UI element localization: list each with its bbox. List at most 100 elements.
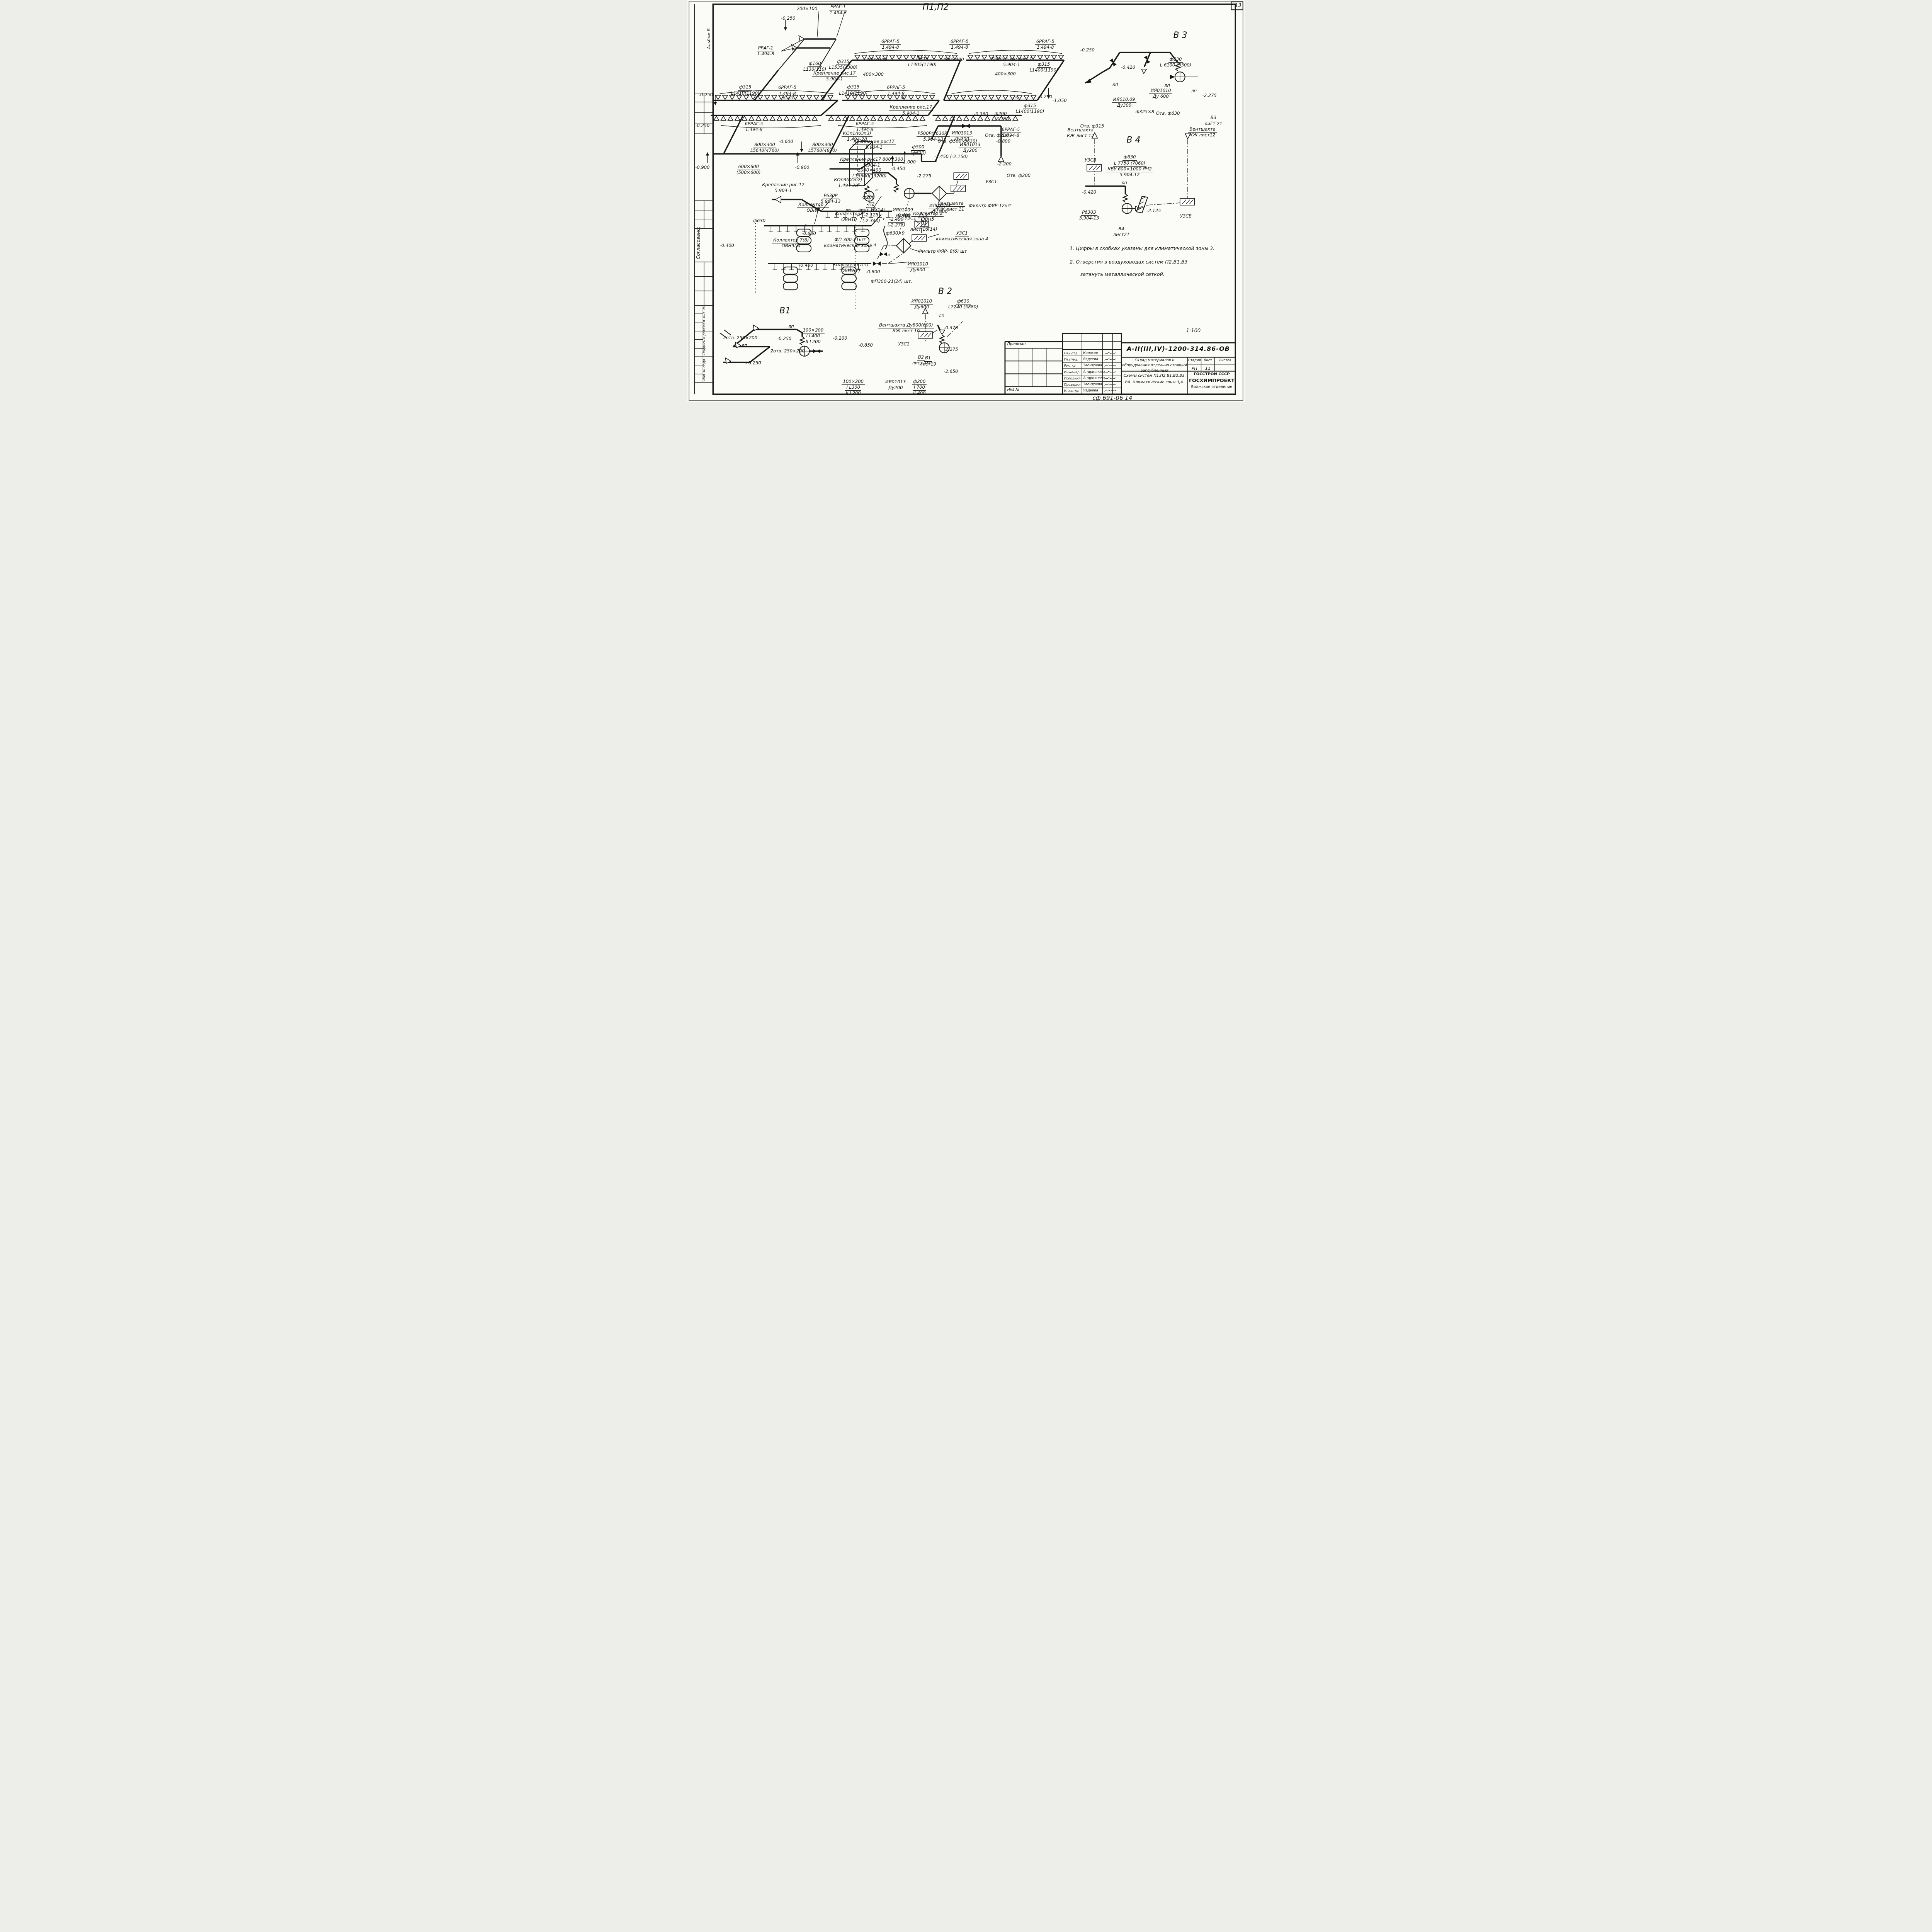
signature-squiggle bbox=[1104, 370, 1116, 374]
object-line-1: Склад материалов и bbox=[1134, 358, 1175, 362]
personnel-role: Гл.спец. bbox=[1064, 357, 1078, 362]
annotation: -2.125(-2.340) bbox=[862, 212, 880, 224]
signature-squiggle bbox=[1104, 376, 1116, 381]
annotation: -0.400 bbox=[719, 243, 734, 248]
annotation: Отв. ф630 bbox=[1156, 111, 1180, 116]
annotation: П1,П2 bbox=[922, 2, 949, 12]
annotation: - 0.250 bbox=[745, 360, 761, 366]
personnel-role: Нач.отд. bbox=[1064, 351, 1078, 355]
personnel-name: Явдеева bbox=[1083, 388, 1098, 393]
annotation: 400×400 bbox=[943, 56, 964, 62]
org-line-2: ГОСХИМПРОЕКТ bbox=[1189, 377, 1235, 383]
annotation: ЛП bbox=[1013, 96, 1019, 100]
annotation: -2.490(-2.275) bbox=[887, 216, 905, 228]
annotation: 13 bbox=[1235, 2, 1242, 9]
system-v1 bbox=[719, 324, 823, 364]
annotation: -0.450 bbox=[891, 165, 905, 171]
system-v4 bbox=[1085, 132, 1195, 214]
annotation: В 3 bbox=[1173, 31, 1187, 41]
system-v3 bbox=[1085, 51, 1198, 84]
privyazan-label: Привязан bbox=[1007, 342, 1026, 347]
annotation: -0.900 bbox=[695, 165, 710, 170]
annotation: -0.200 bbox=[833, 335, 847, 341]
annotation: УЗС1 bbox=[985, 179, 997, 184]
annotation: -0.370 bbox=[944, 325, 958, 331]
annotation: а bbox=[875, 188, 878, 192]
personnel-role: Проверил bbox=[1064, 382, 1081, 386]
annotation: ф630×9 bbox=[886, 230, 905, 236]
annotation: -2.650 bbox=[944, 368, 958, 374]
annotation: ЛП bbox=[814, 207, 820, 212]
annotation: -0.250 bbox=[1038, 94, 1053, 100]
annotation: 2отв. 250×200 bbox=[770, 348, 805, 354]
annotation: -0.250 bbox=[695, 123, 710, 129]
personnel-row: Н. контр.Явдеева bbox=[1063, 388, 1121, 394]
annotation: -2.125 bbox=[1146, 207, 1161, 213]
annotation: 600×600(500×600) bbox=[736, 164, 761, 175]
annotation: ЛП bbox=[993, 55, 998, 60]
annotation: ф200 bbox=[862, 194, 875, 200]
personnel-row: Гл.спец.Явдеева bbox=[1063, 356, 1121, 362]
annotation: Отв. ф315 bbox=[1080, 123, 1104, 129]
annotation: -0.400 bbox=[896, 213, 911, 218]
annotation: Альбом Б bbox=[706, 28, 712, 49]
annotation: -0.900 bbox=[795, 165, 810, 170]
annotation: УЗСВ bbox=[1085, 157, 1097, 163]
annotation: 400×300 bbox=[863, 71, 884, 77]
annotation: ЛП bbox=[939, 314, 944, 319]
org-line-1: ГОССТРОЙ СССР bbox=[1194, 372, 1230, 377]
annotation: ф325×8 bbox=[1135, 109, 1155, 114]
stage-label: Стадия bbox=[1188, 358, 1201, 362]
annotation: сф 691-06 14 bbox=[1092, 395, 1133, 402]
annotation: -0.250 bbox=[781, 15, 796, 21]
annotation: КОп1(КОп3)1.494-28 bbox=[842, 131, 872, 142]
annotation: -0.420 bbox=[1082, 189, 1097, 195]
system-p1p2 bbox=[711, 11, 1065, 264]
personnel-role: Инженер bbox=[1064, 370, 1080, 374]
annotation: Подпись и дата bbox=[702, 328, 707, 355]
annotation: -2.200 bbox=[997, 161, 1012, 167]
annotation: 400×300 bbox=[995, 71, 1016, 77]
annotation: -0.420 bbox=[1121, 65, 1136, 70]
annotation: Отв. ф200 bbox=[985, 133, 1009, 138]
annotation: Вентшахта Ду800(600)КЖ лист 10 bbox=[878, 323, 934, 334]
annotation: ЛП bbox=[741, 344, 747, 349]
personnel-name: Андриянова bbox=[1083, 376, 1105, 380]
annotation: -0.250 bbox=[698, 92, 713, 98]
inv-label: Инв.№ bbox=[1007, 387, 1020, 392]
personnel-name: Колосов bbox=[1083, 351, 1098, 355]
theme-line-1: Схемы систем П1,П2,В1,В2,В3, bbox=[1123, 374, 1186, 378]
collectors bbox=[755, 196, 904, 310]
